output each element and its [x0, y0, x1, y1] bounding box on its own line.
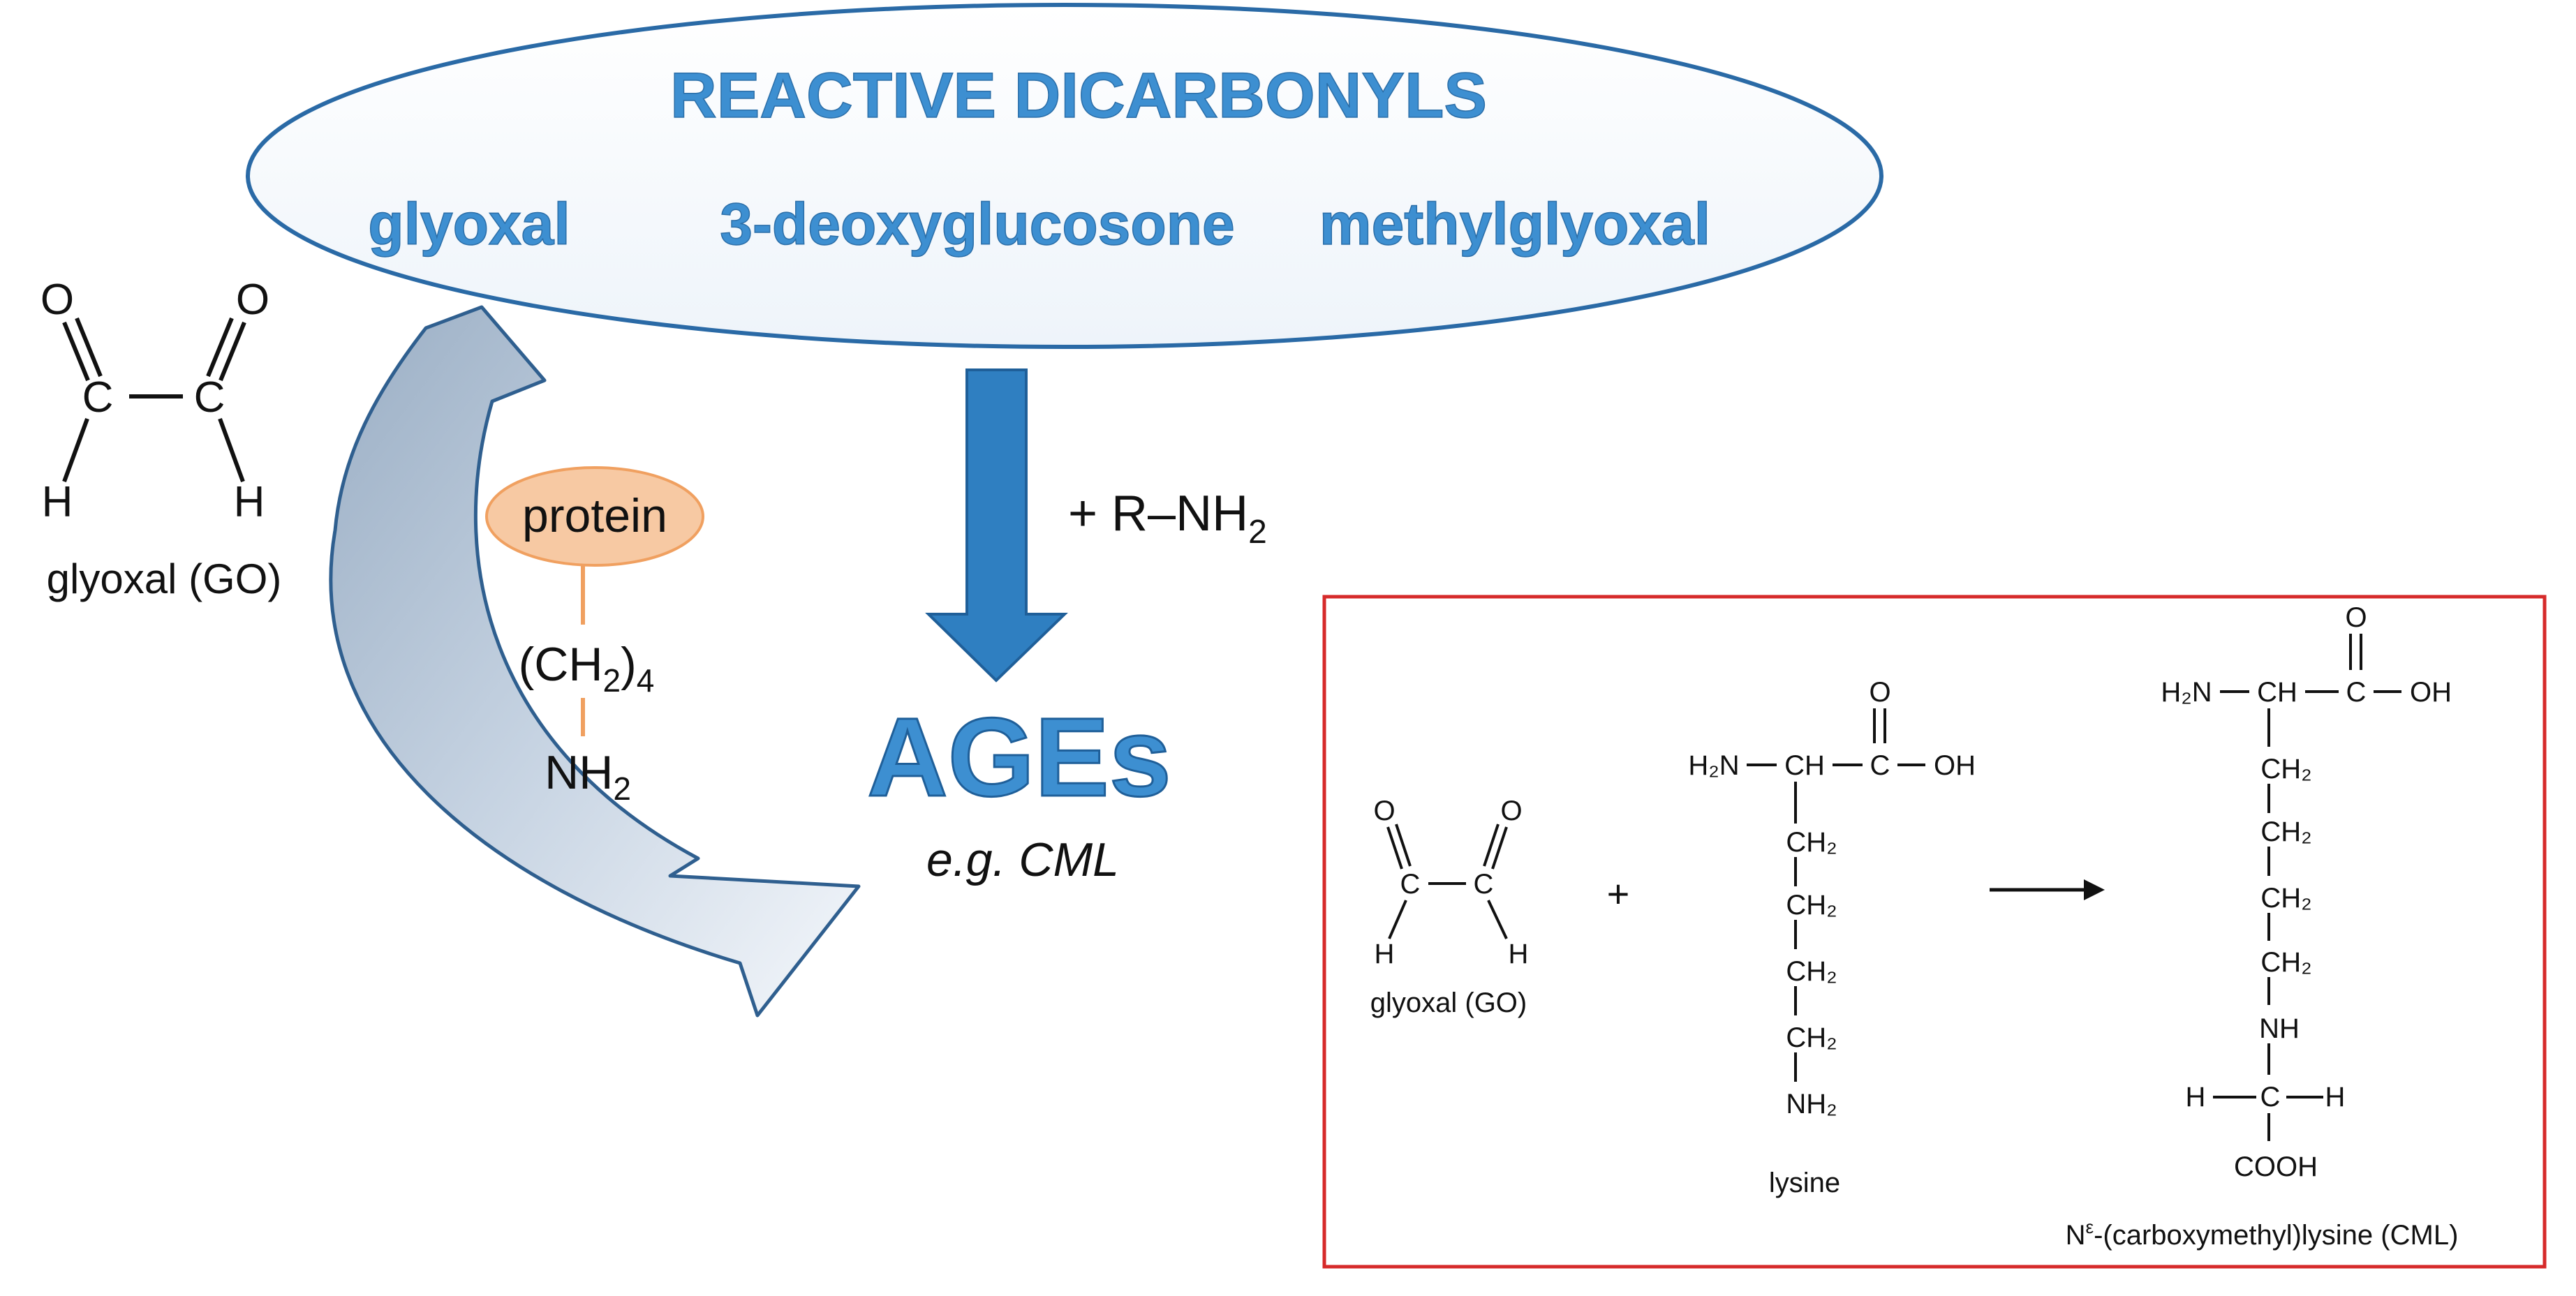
svg-text:O: O	[1869, 677, 1890, 708]
svg-text:C: C	[2260, 1082, 2281, 1112]
svg-text:CH₂: CH₂	[1786, 956, 1837, 987]
glyoxal-label: glyoxal (GO)	[47, 556, 282, 602]
svg-text:CH₂: CH₂	[2260, 947, 2311, 978]
protein-chain: (CH2)4	[519, 638, 655, 699]
inset-reaction-arrow	[1990, 879, 2105, 900]
cml-label: Nε-(carboxymethyl)lysine (CML)	[2066, 1216, 2459, 1251]
svg-text:O: O	[40, 276, 74, 324]
svg-text:CH₂: CH₂	[2260, 817, 2311, 847]
svg-text:OH: OH	[1934, 750, 1976, 781]
cml-structure: O H₂N CH C OH CH₂ CH₂ CH₂ CH₂ NH H C H C…	[2161, 602, 2452, 1182]
svg-text:OH: OH	[2410, 677, 2452, 708]
svg-text:O: O	[1373, 796, 1395, 826]
svg-text:O: O	[236, 276, 269, 324]
lysine-structure: O H₂N CH C OH CH₂ CH₂ CH₂ CH₂ NH₂	[1688, 677, 1976, 1119]
curved-reaction-arrow	[329, 305, 861, 1018]
svg-text:CH: CH	[1784, 750, 1825, 781]
down-arrow	[925, 368, 1068, 683]
dicarbonyl-glyoxal: glyoxal	[368, 191, 570, 257]
amine-reagent: + R–NH2	[1068, 486, 1267, 551]
svg-text:CH₂: CH₂	[1786, 827, 1837, 858]
reaction-inset	[1322, 595, 2547, 1269]
svg-text:H₂N: H₂N	[1688, 750, 1739, 781]
svg-text:O: O	[2345, 602, 2367, 633]
dicarbonyl-methylglyoxal: methylglyoxal	[1319, 191, 1710, 257]
svg-text:C: C	[82, 373, 114, 422]
inset-plus: +	[1607, 872, 1630, 916]
protein-oval	[485, 466, 704, 567]
inset-glyoxal-label: glyoxal (GO)	[1370, 988, 1527, 1018]
dicarbonyl-3-deoxyglucosone: 3-deoxyglucosone	[720, 191, 1235, 257]
svg-text:C: C	[194, 373, 225, 422]
ages-example: e.g. CML	[926, 833, 1119, 886]
svg-text:H: H	[2325, 1082, 2346, 1112]
protein-amine: NH2	[545, 746, 631, 807]
svg-text:C: C	[2346, 677, 2367, 708]
svg-text:O: O	[1500, 796, 1522, 826]
svg-text:C: C	[1400, 869, 1421, 900]
svg-text:CH₂: CH₂	[2260, 754, 2311, 784]
inset-glyoxal-structure: O O C C H H	[1373, 796, 1528, 969]
svg-text:COOH: COOH	[2234, 1152, 2318, 1182]
reactive-dicarbonyls-oval	[246, 3, 1883, 349]
svg-text:NH₂: NH₂	[1786, 1089, 1837, 1119]
svg-text:H: H	[234, 478, 265, 526]
lysine-label: lysine	[1769, 1168, 1840, 1198]
glyoxal-structure: O O C C H H	[40, 276, 269, 526]
protein-label: protein	[522, 489, 667, 542]
svg-text:CH₂: CH₂	[2260, 883, 2311, 914]
svg-text:NH: NH	[2259, 1013, 2300, 1044]
svg-text:CH: CH	[2257, 677, 2297, 708]
reactive-dicarbonyls-title: REACTIVE DICARBONYLS	[670, 60, 1487, 131]
svg-text:H: H	[1375, 939, 1395, 969]
svg-text:H: H	[2186, 1082, 2206, 1112]
svg-text:CH₂: CH₂	[1786, 890, 1837, 921]
svg-text:CH₂: CH₂	[1786, 1022, 1837, 1053]
svg-text:H₂N: H₂N	[2161, 677, 2212, 708]
svg-text:C: C	[1870, 750, 1890, 781]
ages-label: AGEs	[867, 694, 1171, 819]
svg-text:H: H	[42, 478, 73, 526]
svg-text:C: C	[1474, 869, 1494, 900]
svg-text:H: H	[1509, 939, 1529, 969]
